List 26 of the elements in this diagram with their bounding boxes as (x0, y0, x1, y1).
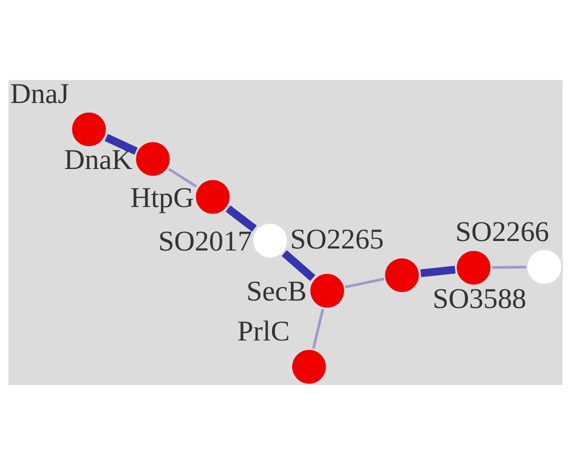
node-label: DnaK (64, 144, 132, 176)
node-circle (69, 110, 108, 149)
node-label: SO2266 (455, 217, 550, 248)
node-label: SO3588 (432, 284, 526, 315)
node-circle (193, 177, 232, 216)
connector (420, 266, 456, 278)
node-circle (133, 140, 172, 178)
node-circle (524, 247, 563, 286)
connector (104, 134, 138, 155)
node-label: SO2265 (290, 224, 384, 256)
connector (312, 308, 324, 349)
node-label: HtpG (130, 182, 194, 214)
node-circle (454, 248, 494, 288)
node-label: SecB (246, 276, 307, 308)
connector (492, 266, 526, 269)
node-label: PrlC (237, 316, 290, 348)
node-label: DnaJ (10, 78, 69, 110)
node-label: SO2017 (158, 226, 252, 258)
node-circle (290, 347, 329, 385)
connector (168, 168, 198, 188)
connector (226, 205, 257, 232)
connector (282, 250, 316, 282)
node-circle (308, 271, 347, 310)
node-circle (250, 221, 290, 260)
connector (345, 278, 384, 288)
node-circle (382, 256, 422, 295)
